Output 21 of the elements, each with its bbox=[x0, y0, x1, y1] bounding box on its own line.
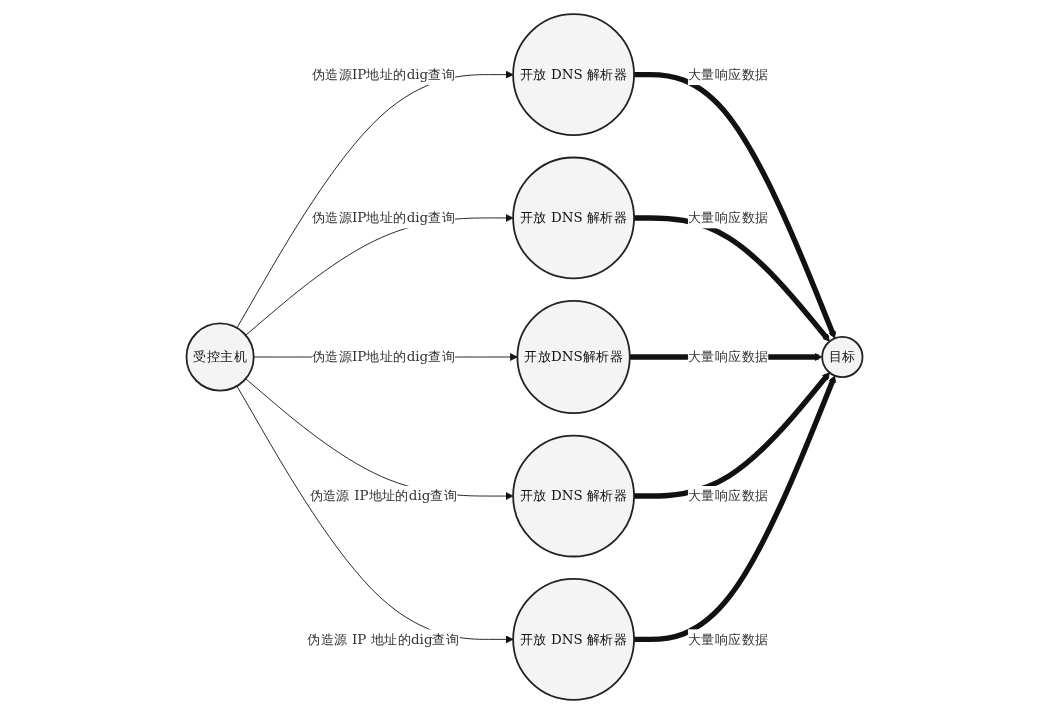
arrow bbox=[634, 215, 830, 342]
edge-label: 大量响应数据 bbox=[687, 487, 769, 504]
edge-label: 大量响应数据 bbox=[687, 66, 769, 83]
node-circle: 目标 bbox=[821, 335, 864, 379]
node-circle: 开放 DNS 解析器 bbox=[512, 13, 635, 136]
arrow bbox=[634, 71, 836, 339]
edge-label: 伪造源IP地址的dig查询 bbox=[311, 348, 456, 365]
edge-label: 大量响应数据 bbox=[687, 348, 769, 365]
arrow bbox=[634, 372, 830, 499]
node-circle: 开放DNS解析器 bbox=[516, 299, 631, 415]
node-circle: 受控主机 bbox=[185, 322, 255, 392]
edge-label: 伪造源IP地址的dig查询 bbox=[311, 209, 456, 226]
edge-label: 伪造源 IP 地址的dig查询 bbox=[307, 631, 460, 648]
arrow bbox=[634, 375, 836, 643]
node-circle: 开放 DNS 解析器 bbox=[512, 434, 635, 558]
edge-label: 伪造源 IP地址的dig查询 bbox=[309, 487, 458, 504]
edge-label: 伪造源IP地址的dig查询 bbox=[311, 66, 456, 83]
edge-label: 大量响应数据 bbox=[687, 209, 769, 226]
node-circle: 开放 DNS 解析器 bbox=[512, 156, 635, 280]
edge-label: 大量响应数据 bbox=[687, 631, 769, 648]
node-circle: 开放 DNS 解析器 bbox=[512, 578, 635, 701]
